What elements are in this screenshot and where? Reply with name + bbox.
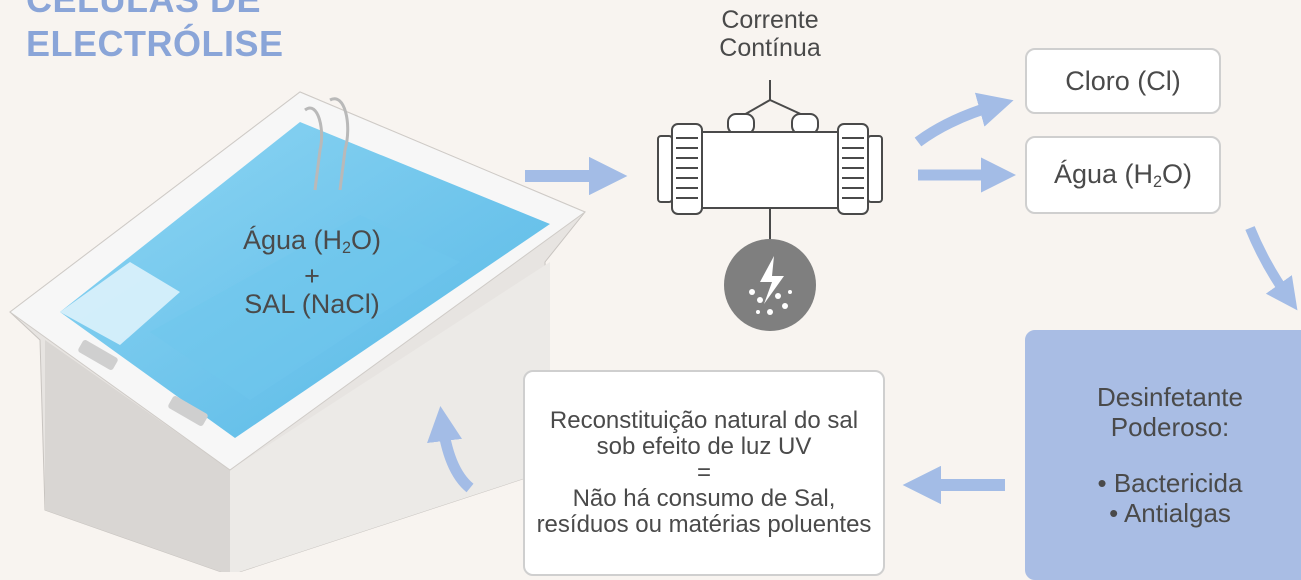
arrow-to-pool [427, 406, 474, 493]
direct-current-line-2: Contínua [719, 34, 821, 62]
diagram-title: CÉLULAS DE ELECTRÓLISE [26, 0, 284, 66]
antialgae-bullet: • Antialgas [1109, 498, 1231, 528]
pool-label: Água (H2O) + SAL (NaCl) [212, 226, 412, 318]
water-box: Água (H2O) [1025, 136, 1221, 214]
water-label: Água (H2O) [1053, 158, 1193, 191]
reconstitution-line-4: resíduos ou matérias poluentes [536, 511, 872, 538]
chlorine-label: Cloro (Cl) [1065, 65, 1181, 96]
pool-salt-label: SAL (NaCl) [244, 289, 380, 319]
bactericide-bullet: • Bactericida [1097, 468, 1243, 498]
title-line-1: CÉLULAS DE [26, 0, 284, 22]
reconstitution-line-1: Reconstituição natural do sal [549, 407, 859, 434]
reconstitution-line-2: sob efeito de luz UV [596, 433, 812, 460]
reconstitution-line-3: Não há consumo de Sal, [572, 485, 836, 512]
pool-illustration [9, 91, 587, 572]
pool-water-label: Água (H2O) [242, 225, 382, 257]
disinfectant-line-1: Desinfetante [1097, 382, 1243, 412]
direct-current-line-1: Corrente [721, 6, 819, 34]
chlorine-box: Cloro (Cl) [1025, 48, 1221, 114]
electrolysis-cell [657, 80, 883, 240]
lightning-bubbles-icon [724, 239, 816, 331]
arrow-to-disinfectant [1245, 226, 1298, 311]
reconstitution-box: Reconstituição natural do sal sob efeito… [523, 370, 885, 576]
arrow-to-chlorine [914, 92, 1014, 147]
disinfectant-line-2: Poderoso: [1110, 412, 1230, 442]
pool-plus-sign: + [304, 261, 320, 291]
disinfectant-box: Desinfetante Poderoso: • Bactericida • A… [1025, 330, 1301, 580]
equals-sign: = [696, 459, 711, 486]
title-line-2: ELECTRÓLISE [26, 23, 284, 64]
direct-current-label: Corrente Contínua [700, 6, 840, 62]
